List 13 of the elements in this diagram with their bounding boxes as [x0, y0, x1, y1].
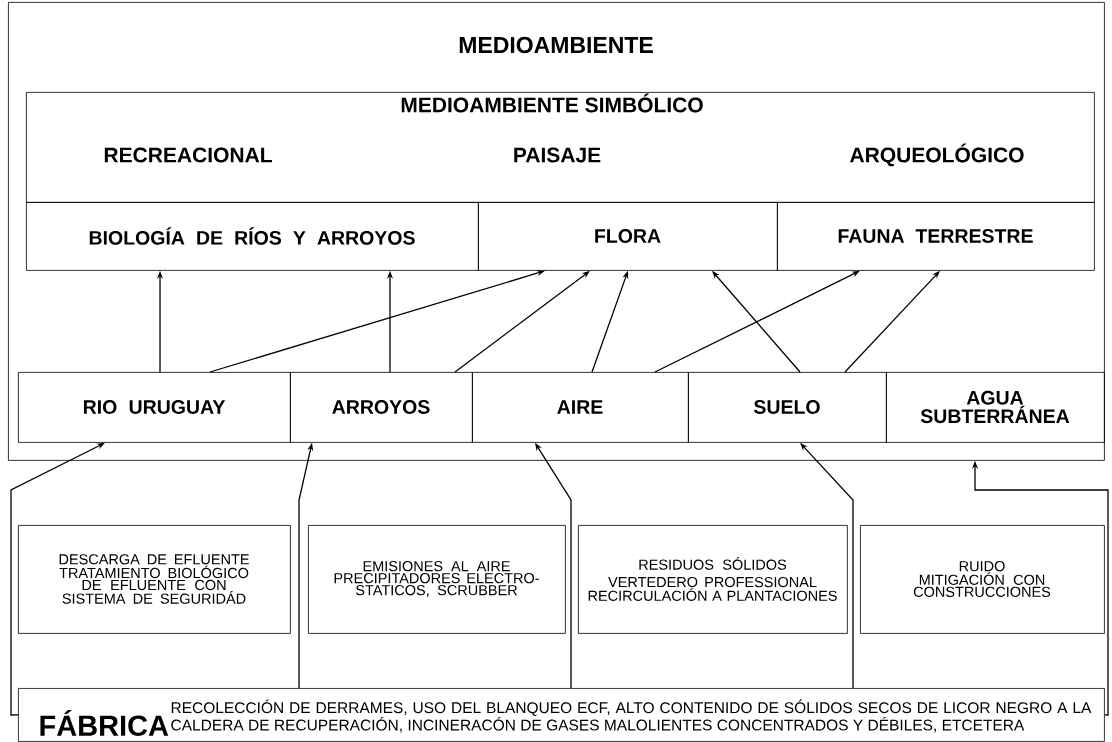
- content-box: RESIDUOS SÓLIDOS VERTEDERO PROFESSIONAL RECIRCULACIÓN A PLANTACIONES: [578, 525, 848, 634]
- category-box: FLORA: [478, 202, 778, 271]
- category-box: SUELO: [688, 372, 887, 443]
- category-box: RIO URUGUAY: [18, 372, 291, 443]
- category-box: ARROYOS: [290, 372, 473, 443]
- category-box: AGUA SUBTERRÁNEA: [886, 372, 1105, 443]
- category-box: FAUNA TERRESTRE: [777, 202, 1095, 271]
- category-box: BIOLOGÍA DE RÍOS Y ARROYOS: [26, 202, 479, 271]
- category-box: AIRE: [472, 372, 689, 443]
- content-box: DESCARGA DE EFLUENTE TRATAMIENTO BIOLÓGICO DE EFLUENTE CON SISTEMA DE SEGURIDÁD: [18, 525, 291, 634]
- panel-box: MEDIOAMBIENTE SIMBÓLICO RECREACIONAL PAISAJE ARQUEOLÓGICO: [26, 92, 1095, 203]
- content-box: EMISIONES AL AIRE PRECIPITADORES ELECTRO-STATICOS, SCRUBBER: [308, 525, 566, 634]
- content-box: RUIDO MITIGACIÓN CON CONSTRUCCIONES: [860, 525, 1105, 634]
